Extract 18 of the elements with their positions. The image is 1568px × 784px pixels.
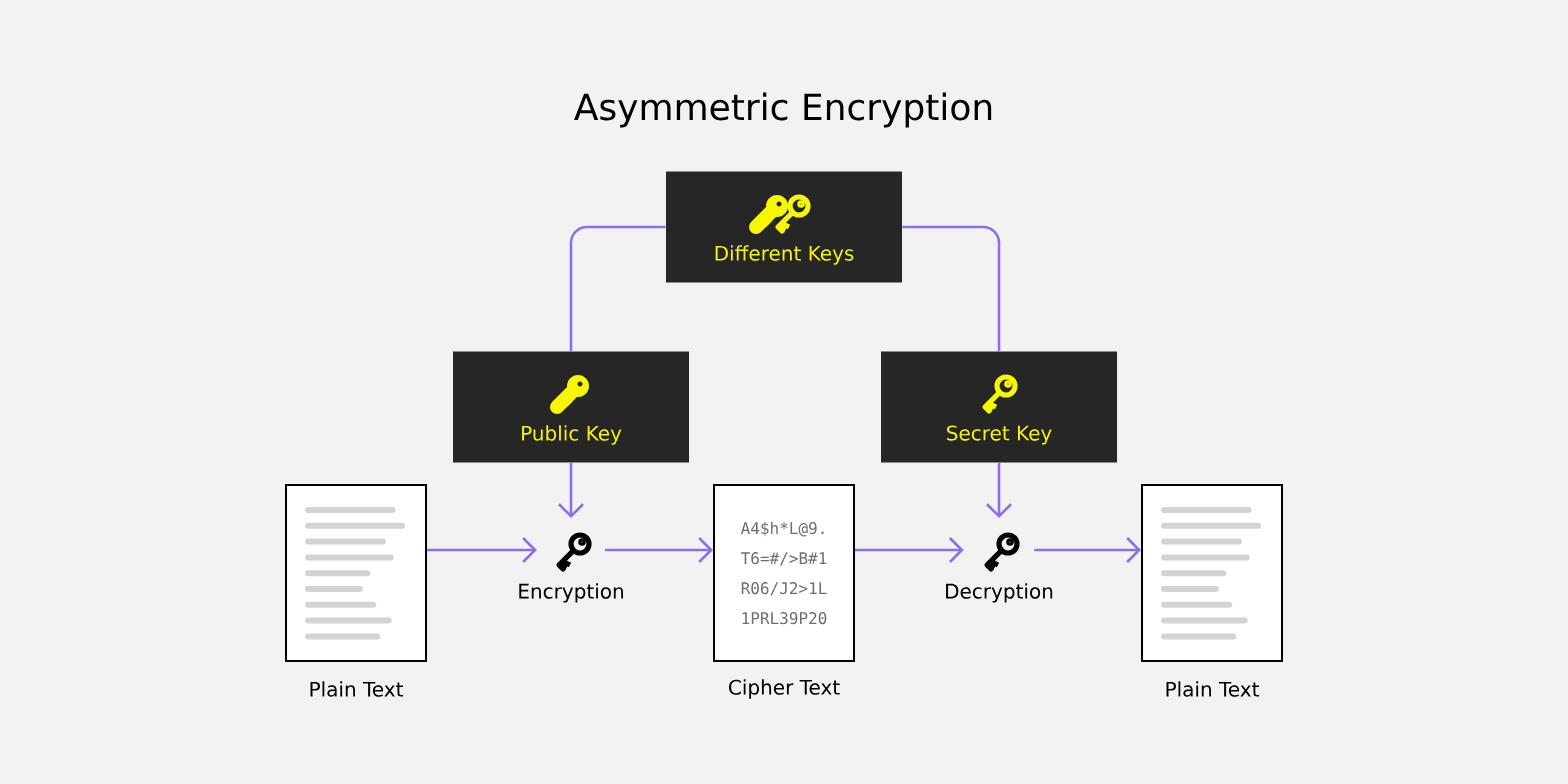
- arrow: [986, 462, 1012, 519]
- cipher-document: A4$h*L@9. T6=#/>B#1 R06/J2>1L 1PRL39P20: [713, 484, 855, 662]
- operation-label: Encryption: [519, 583, 623, 603]
- arrow: [605, 537, 713, 563]
- arrow: [855, 537, 964, 563]
- document-caption: Plain Text: [1166, 681, 1260, 697]
- arrow: [427, 537, 537, 563]
- document-caption: Cipher Text: [729, 679, 840, 699]
- document-caption: Plain Text: [310, 681, 404, 697]
- title: Asymmetric Encryption: [574, 92, 992, 128]
- arrow: [558, 462, 584, 519]
- document-drawing: [1141, 484, 1283, 662]
- key-box: Secret Key: [881, 351, 1117, 463]
- operation-label: Decryption: [946, 583, 1053, 603]
- key-box: Different Keys: [666, 171, 902, 283]
- key-box: Public Key: [453, 351, 689, 463]
- arrow: [1034, 537, 1141, 563]
- document-drawing: [285, 484, 427, 662]
